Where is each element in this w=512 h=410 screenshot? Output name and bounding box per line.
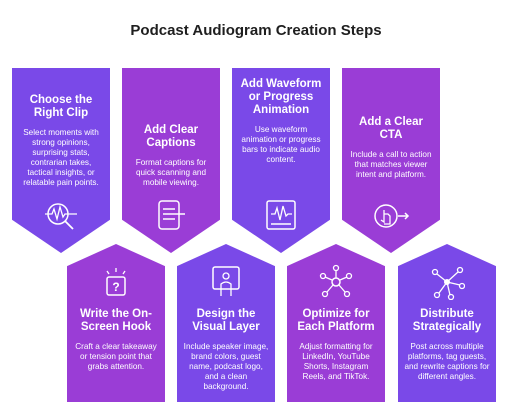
step-text: Select moments with strong opinions, sur… [23, 128, 99, 187]
step-text: Use waveform animation or progress bars … [241, 125, 321, 164]
step-heading: Add Clear Captions [143, 124, 199, 149]
step-heading: Add a Clear CTA [359, 116, 423, 141]
step-heading: Design the Visual Layer [192, 308, 260, 333]
presenter-icon [212, 266, 240, 296]
step-text: Post across multiple platforms, tag gues… [404, 342, 490, 381]
step-text: Format captions for quick scanning and m… [135, 158, 207, 187]
step-text: Adjust formatting for LinkedIn, YouTube … [299, 342, 373, 381]
step-card-visual-layer: Design the Visual Layer Include speaker … [177, 244, 275, 402]
network-icon [319, 264, 353, 298]
step-card-optimize: Optimize for Each Platform Adjust format… [287, 244, 385, 402]
step-card-captions: Add Clear Captions Format captions for q… [122, 68, 220, 253]
step-heading: Optimize for Each Platform [297, 308, 375, 333]
step-card-waveform: Add Waveform or Progress Animation Use w… [232, 68, 330, 253]
step-heading: Write the On-Screen Hook [80, 308, 152, 333]
hub-icon [431, 266, 465, 300]
diagram-title: Podcast Audiogram Creation Steps [130, 22, 382, 39]
click-arrow-icon [374, 204, 410, 228]
step-text: Include speaker image, brand colors, gue… [183, 342, 269, 391]
step-card-hook: ? Write the On-Screen Hook Craft a clear… [67, 244, 165, 402]
step-card-cta: Add a Clear CTA Include a call to action… [342, 68, 440, 253]
step-card-choose-clip: Choose the Right Clip Select moments wit… [12, 68, 110, 253]
step-text: Include a call to action that matches vi… [350, 150, 432, 179]
waveform-screen-icon [266, 200, 296, 230]
question-sign-icon: ? [106, 268, 126, 296]
step-heading: Distribute Strategically [412, 308, 482, 333]
magnifier-waveform-icon [45, 203, 77, 230]
svg-text:?: ? [112, 280, 119, 294]
step-heading: Add Waveform or Progress Animation [240, 78, 322, 116]
step-card-distribute: Distribute Strategically Post across mul… [398, 244, 496, 402]
step-text: Craft a clear takeaway or tension point … [75, 342, 157, 371]
step-heading: Choose the Right Clip [29, 94, 93, 119]
captions-icon [158, 200, 185, 230]
